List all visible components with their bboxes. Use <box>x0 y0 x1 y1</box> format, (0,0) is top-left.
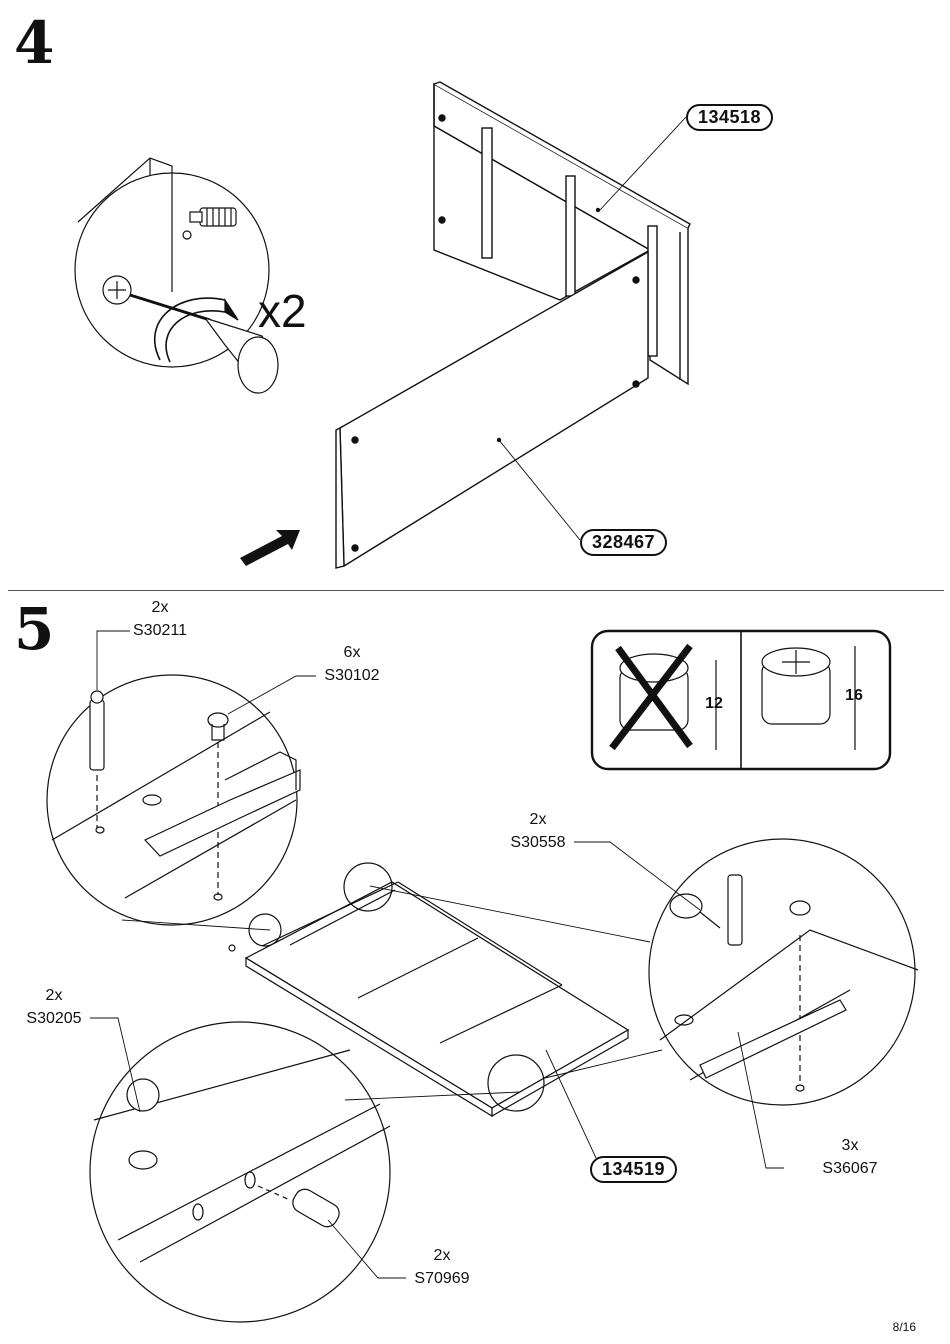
hardware-s36067-code: S36067 <box>822 1160 878 1177</box>
hardware-s30211-qty: 2x <box>151 599 169 616</box>
hardware-s30102-code: S30102 <box>324 667 380 684</box>
step-5-number: 5 <box>14 595 55 663</box>
hardware-s30558-code: S30558 <box>510 834 566 851</box>
page-number: 8/16 <box>892 1320 916 1334</box>
hardware-s36067-qty: 3x <box>841 1137 859 1154</box>
cam-wrong-icon <box>609 643 717 751</box>
cam-right-icon <box>761 646 856 750</box>
step-5-illustration <box>46 629 919 1323</box>
wooden-dowel-detail-circle <box>89 1021 391 1323</box>
cam-screw-detail-circle <box>648 838 919 1106</box>
front-panel <box>335 250 649 569</box>
back-panel <box>433 81 691 386</box>
dowel-detail-circle <box>46 674 301 926</box>
part-number-bottom-panel: 134519 <box>590 1156 678 1183</box>
hardware-s30211-code: S30211 <box>133 622 187 639</box>
hardware-s30558-qty: 2x <box>529 811 547 828</box>
cam-wrong-depth: 12 <box>705 695 723 712</box>
part-number-back-panel: 134518 <box>686 104 774 131</box>
step-4-number: 4 <box>14 9 55 77</box>
push-arrow-icon <box>240 530 300 566</box>
section-divider <box>8 590 944 591</box>
cam-right-depth: 16 <box>845 687 863 704</box>
quantity-multiplier: x2 <box>258 285 307 337</box>
step-4-illustration <box>74 81 691 569</box>
hardware-s30102-qty: 6x <box>343 644 361 661</box>
hardware-s70969-code: S70969 <box>414 1270 470 1287</box>
part-number-front-panel: 328467 <box>580 529 668 556</box>
hardware-s30205-code: S30205 <box>26 1010 82 1027</box>
cam-orientation-box <box>590 629 892 771</box>
hardware-s30205-qty: 2x <box>45 987 63 1004</box>
screwdriver-detail-circle <box>74 157 279 394</box>
screw-icon <box>182 207 237 240</box>
hardware-s70969-qty: 2x <box>433 1247 451 1264</box>
bottom-panel <box>228 862 630 1118</box>
